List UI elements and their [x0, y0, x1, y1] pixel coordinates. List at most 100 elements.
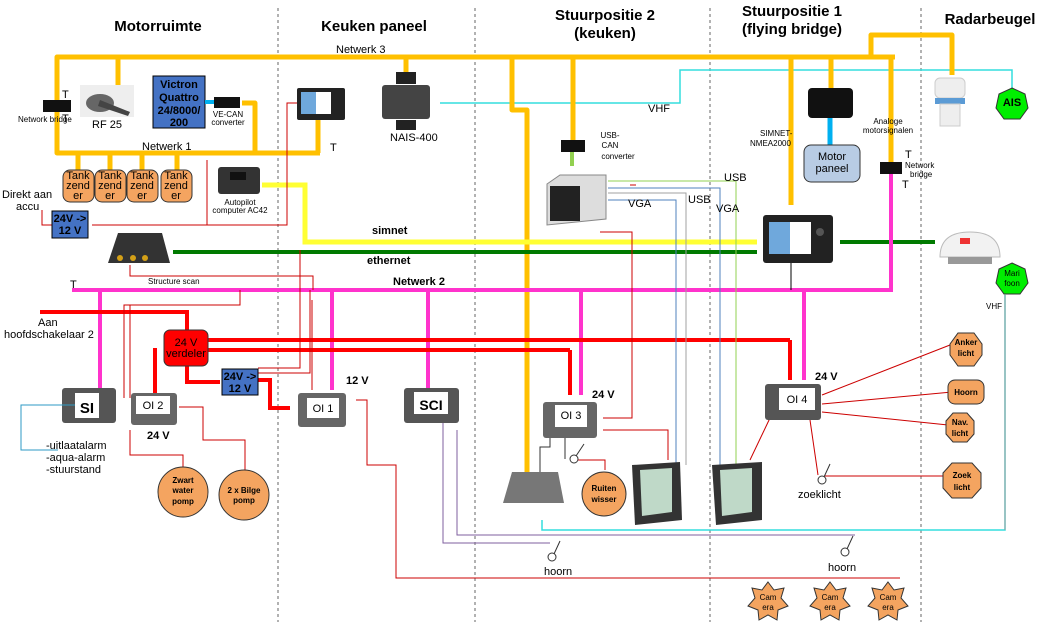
section-subtitle-stuurpositie-2: (keuken)	[574, 25, 636, 42]
si-label: SI	[80, 400, 94, 417]
ruitenwisser-switch[interactable]	[569, 454, 579, 464]
network-hub[interactable]	[503, 472, 564, 503]
dcdc-converter-left[interactable]	[51, 210, 89, 239]
zoeklicht-switch-lever	[823, 463, 831, 478]
network-bridge-left-label: Network bridge	[18, 115, 72, 124]
section-dividers	[277, 8, 922, 622]
camera[interactable]: Cam era	[747, 581, 789, 621]
svg-text:zend: zend	[66, 180, 90, 192]
chartplotter-keuken[interactable]	[297, 88, 345, 120]
ruiten-label-2: wisser	[591, 495, 617, 504]
bridge-right-t-bottom: T	[902, 179, 909, 191]
oi4-label: OI 4	[787, 394, 808, 406]
24v-verdeler[interactable]	[163, 329, 209, 367]
usb-can-label-2: CAN	[602, 141, 619, 150]
netwerk1-label: Netwerk 1	[142, 141, 192, 153]
anker-licht[interactable]	[949, 332, 983, 367]
oi3-voltage: 24 V	[592, 389, 615, 401]
oi2-voltage: 24 V	[147, 430, 170, 442]
anker-label-2: licht	[958, 349, 975, 358]
hoorn-switch-2-lever	[846, 535, 854, 550]
sci-label: SCI	[419, 397, 442, 413]
simnet-nmea-label-1: SIMNET-	[760, 129, 793, 138]
dcdc-converter-mid[interactable]	[221, 368, 259, 396]
section-subtitle-stuurpositie-1: (flying bridge)	[742, 21, 842, 38]
autopilot-label-2: computer AC42	[212, 206, 268, 215]
zwart-label-3: pomp	[172, 497, 194, 506]
hoorn-switch-2[interactable]	[840, 547, 850, 557]
usb-can-label-1: USB-	[600, 131, 619, 140]
sci-interface[interactable]	[404, 388, 459, 423]
cameras: Cam era Cam era Cam era	[747, 581, 909, 621]
svg-text:Tank: Tank	[66, 170, 90, 182]
bilge-label-2: pomp	[233, 496, 255, 505]
chartplotter-simnet[interactable]	[763, 215, 833, 263]
network-bridge-right[interactable]	[880, 162, 902, 174]
zoek-licht[interactable]	[942, 462, 982, 499]
hoorn-switch-1-label: hoorn	[544, 566, 572, 578]
marifoon-label-2: foon	[1004, 279, 1020, 288]
engine-gateway[interactable]	[808, 88, 853, 118]
nav-label-2: licht	[952, 429, 969, 438]
usb-can-converter[interactable]	[561, 140, 585, 152]
display-monitor-2[interactable]	[712, 462, 762, 525]
autopilot-computer[interactable]	[218, 167, 260, 194]
si-interface[interactable]	[62, 388, 116, 423]
oi3-interface[interactable]	[543, 402, 597, 438]
bilge-label-1: 2 x Bilge	[228, 486, 261, 495]
pc-computer[interactable]	[546, 174, 607, 226]
ve-can-converter[interactable]	[214, 97, 240, 108]
camera[interactable]: Cam era	[867, 581, 909, 621]
rf25-label: RF 25	[92, 119, 122, 131]
marifoon-label-1: Mari	[1004, 269, 1020, 278]
svg-text:era: era	[882, 603, 894, 612]
svg-text:Tank: Tank	[164, 170, 188, 182]
network-bridge-right-label-2: bridge	[910, 170, 933, 179]
zoeklicht-switch[interactable]	[817, 475, 827, 485]
svg-text:er: er	[171, 190, 181, 202]
ais-transponder[interactable]	[995, 87, 1029, 120]
radar-dome[interactable]	[939, 231, 1001, 264]
switch-lever	[575, 443, 585, 457]
svg-text:er: er	[137, 190, 147, 202]
rf25-sensor[interactable]	[80, 85, 134, 117]
nav-licht[interactable]	[945, 412, 975, 443]
svg-text:era: era	[762, 603, 774, 612]
nais-400[interactable]	[382, 72, 430, 130]
oi1-interface[interactable]	[298, 393, 346, 427]
structure-scan[interactable]	[108, 233, 170, 263]
zoek-label-1: Zoek	[953, 471, 972, 480]
victron-label-2: Quattro	[159, 92, 199, 104]
keuken-t-marker: T	[330, 142, 337, 154]
marifoon[interactable]	[995, 262, 1029, 295]
hoorn-load[interactable]	[947, 379, 985, 405]
power-24v-bus	[40, 310, 792, 410]
motor-paneel[interactable]	[803, 144, 861, 183]
ruitenwisser[interactable]	[581, 471, 627, 517]
display-monitor-1[interactable]	[632, 462, 682, 525]
direkt-label-2: accu	[16, 201, 39, 213]
zwart-water-pomp[interactable]	[157, 466, 209, 518]
svg-text:Tank: Tank	[98, 170, 122, 182]
victron-label-3: 24/8000/	[158, 105, 201, 117]
dcdc-mid-label-1: 24V ->	[224, 371, 257, 383]
network-bridge-left[interactable]	[43, 100, 71, 112]
oi4-interface[interactable]	[765, 384, 821, 420]
hoorn-switch-1[interactable]	[547, 552, 557, 562]
oi2-interface[interactable]	[131, 393, 177, 425]
vhf-label: VHF	[648, 103, 670, 115]
airmar-weather-station[interactable]	[934, 77, 966, 127]
vga-label-1: VGA	[628, 198, 652, 210]
camera[interactable]: Cam era	[809, 581, 851, 621]
bilge-pomp[interactable]	[218, 469, 270, 521]
aan-hoofdschakelaar-label-2: hoofdschakelaar 2	[4, 329, 94, 341]
victron-quattro[interactable]	[152, 75, 206, 129]
vga-label-2: VGA	[716, 203, 740, 215]
zwart-label-2: water	[172, 486, 194, 495]
